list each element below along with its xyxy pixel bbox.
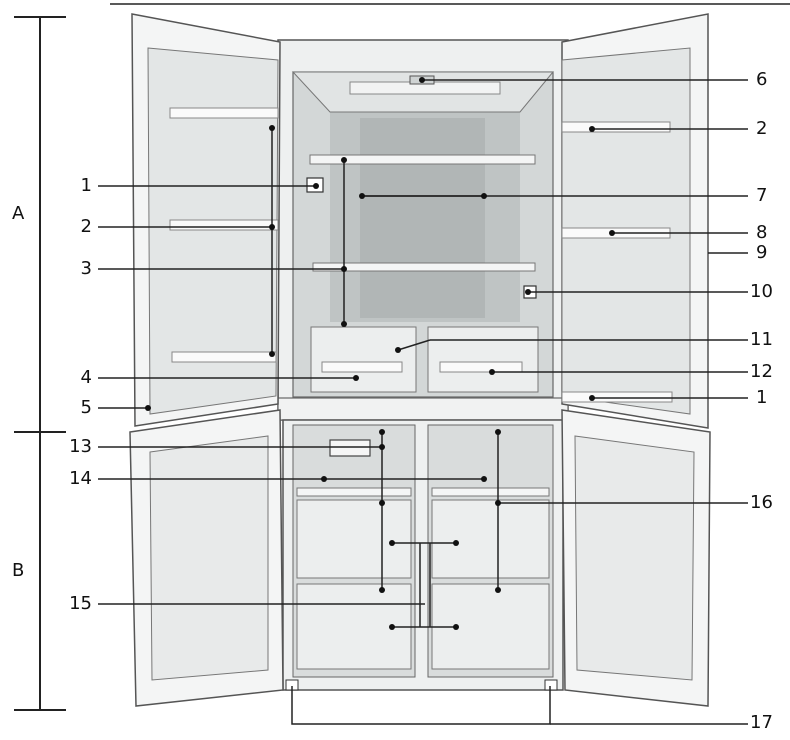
- callout-16: 16: [750, 492, 773, 513]
- callout-9: 9: [756, 242, 768, 263]
- callout-2-left: 2: [80, 216, 92, 237]
- section-dimension-bar: [14, 16, 66, 711]
- lower-right-door: [561, 409, 711, 707]
- callout-3: 3: [80, 258, 92, 279]
- callout-1-right: 1: [756, 387, 768, 408]
- callout-11: 11: [750, 329, 773, 350]
- callout-13: 13: [69, 436, 92, 457]
- callout-10: 10: [750, 281, 773, 302]
- callout-15: 15: [69, 593, 92, 614]
- callout-2-right: 2: [756, 118, 768, 139]
- callout-14: 14: [69, 468, 92, 489]
- callout-17: 17: [750, 712, 773, 733]
- callout-7: 7: [756, 185, 768, 206]
- leader-lines: [98, 79, 748, 725]
- section-label-a: A: [12, 203, 25, 224]
- callout-12: 12: [750, 361, 773, 382]
- callout-1-left: 1: [80, 175, 92, 196]
- cabinet: [277, 39, 569, 691]
- section-label-b: B: [12, 560, 25, 581]
- leader-dots: [145, 77, 615, 630]
- callout-5: 5: [80, 397, 92, 418]
- callout-8: 8: [756, 222, 768, 243]
- upper-right-door: [561, 13, 709, 429]
- upper-left-door: [131, 13, 281, 427]
- lower-left-door: [129, 409, 284, 707]
- callout-4: 4: [80, 367, 92, 388]
- callout-6: 6: [756, 69, 768, 90]
